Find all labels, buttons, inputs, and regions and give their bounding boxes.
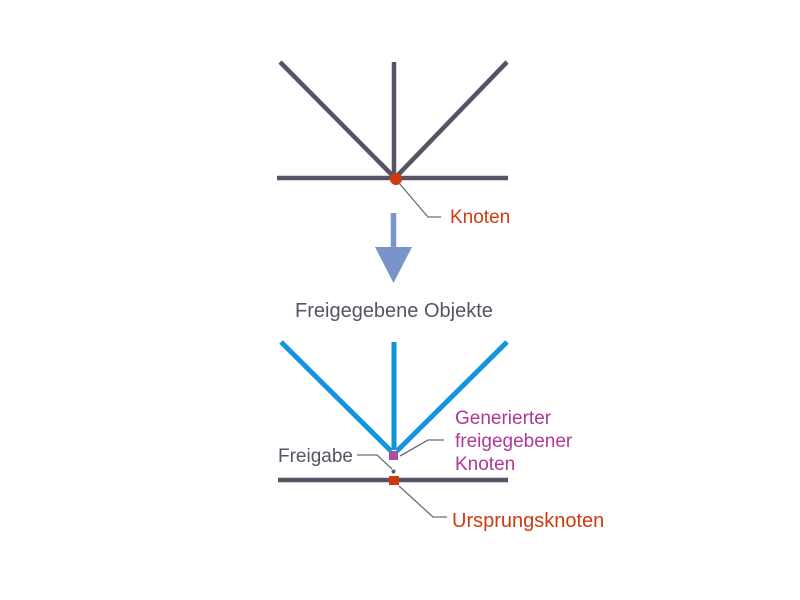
generated-node-leader-line — [399, 439, 444, 457]
origin-node-leader-line — [398, 485, 447, 518]
released-node-figure: Freigabe Generierter freigegebener Knote… — [278, 340, 604, 532]
node-dot-marker — [390, 173, 402, 185]
generated-node-label-line3: Knoten — [455, 454, 515, 475]
down-arrow-icon — [375, 213, 412, 283]
released-objects-label: Freigegebene Objekte — [295, 300, 493, 322]
down-arrow-head — [375, 247, 412, 283]
beam-line-left-diagonal — [278, 60, 397, 180]
released-beam-left-diagonal — [279, 340, 393, 453]
generated-node-marker — [389, 451, 398, 460]
freigabe-label: Freigabe — [278, 446, 353, 467]
beam-line-right-diagonal — [393, 60, 509, 180]
knoten-label: Knoten — [450, 207, 510, 228]
release-gap-dot — [391, 469, 396, 474]
freigabe-leader-line — [357, 454, 393, 470]
generated-node-label: Generierter freigegebener Knoten — [455, 408, 573, 475]
original-node-figure: Knoten — [277, 60, 510, 228]
origin-node-label: Ursprungsknoten — [452, 510, 604, 532]
knoten-leader-line — [398, 182, 441, 218]
generated-node-label-line1: Generierter — [455, 408, 552, 429]
origin-node-marker — [389, 476, 399, 485]
generated-node-label-line2: freigegebener — [455, 431, 573, 452]
released-beam-right-diagonal — [395, 340, 509, 453]
